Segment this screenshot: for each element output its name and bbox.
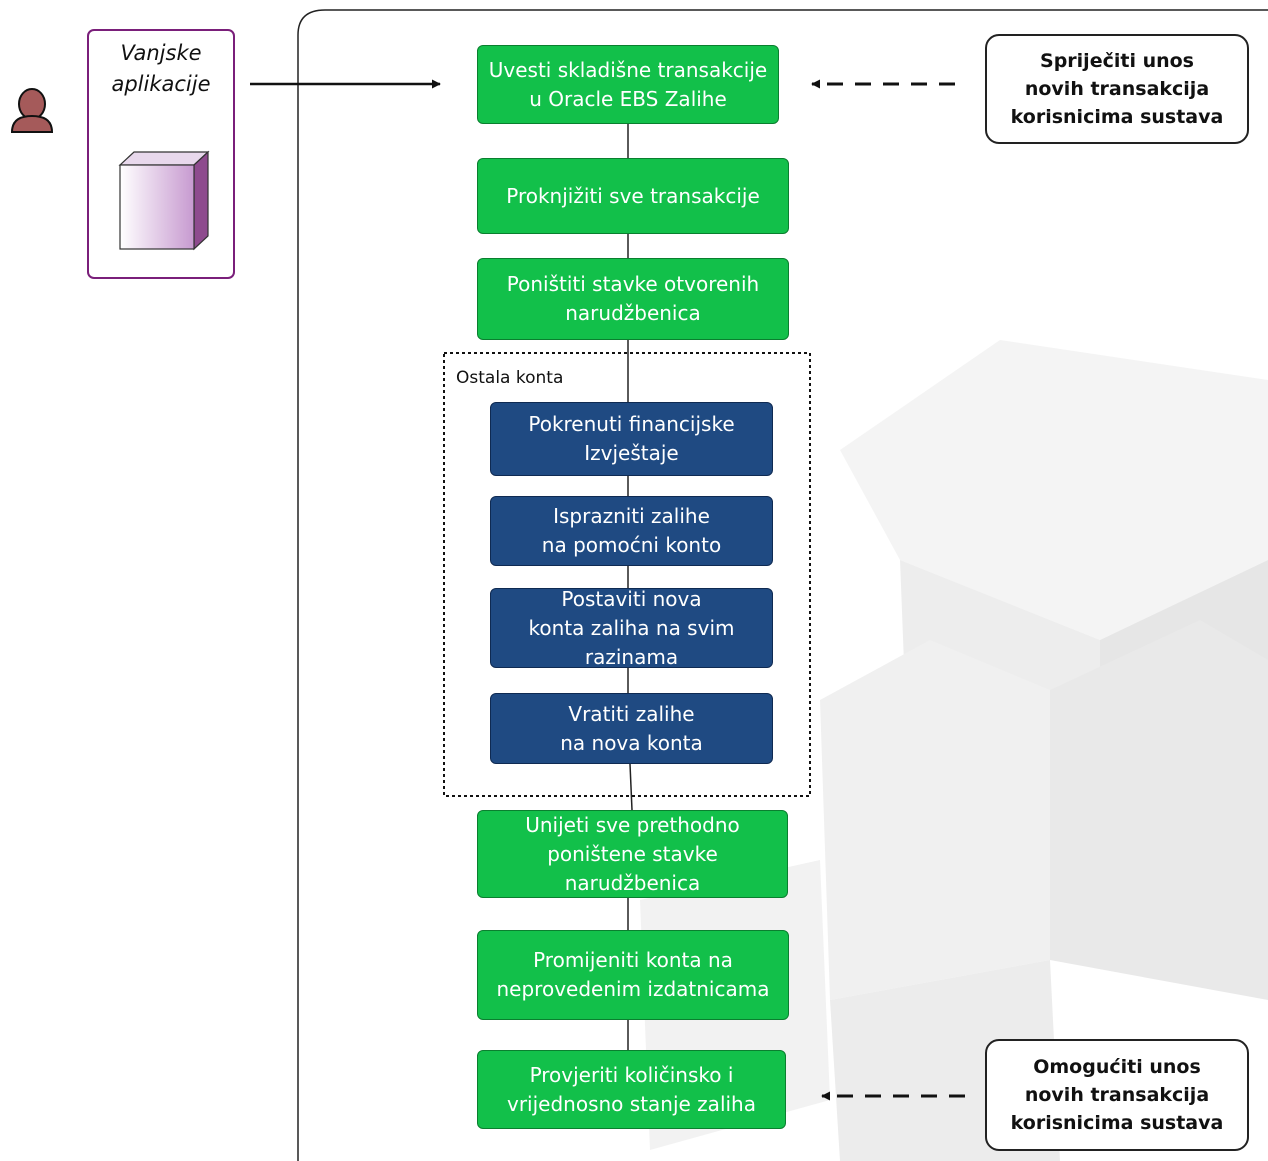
- step-change-accounts: Promijeniti konta na neprovedenim izdatn…: [477, 930, 789, 1020]
- step-return-stock: Vratiti zalihe na nova konta: [490, 693, 773, 764]
- flow-connectors: [627, 124, 633, 1050]
- group-label-other-accounts: Ostala konta: [456, 368, 564, 388]
- group-boundary: [443, 352, 811, 797]
- step-cancel-po-lines: Poništiti stavke otvorenih narudžbenica: [477, 258, 789, 340]
- step-verify-stock: Provjeriti količinsko i vrijednosno stan…: [477, 1050, 786, 1129]
- step-import-transactions: Uvesti skladišne transakcije u Oracle EB…: [477, 45, 779, 124]
- main-frame: [297, 9, 1268, 1161]
- cube-icon: [118, 150, 210, 251]
- step-post-transactions: Proknjižiti sve transakcije: [477, 158, 789, 234]
- step-reenter-po-lines: Unijeti sve prethodno poništene stavke n…: [477, 810, 788, 898]
- external-apps-label: Vanjske aplikacije: [111, 41, 211, 96]
- step-setup-new-accounts: Postaviti nova konta zaliha na svim razi…: [490, 587, 773, 669]
- step-run-financial-reports: Pokrenuti financijske Izvještaje: [490, 402, 773, 476]
- user-icon: [10, 88, 54, 133]
- enable-input-note: Omogućiti unos novih transakcija korisni…: [985, 1039, 1249, 1151]
- prevent-input-note: Spriječiti unos novih transakcija korisn…: [985, 34, 1249, 144]
- step-empty-stock: Isprazniti zalihe na pomoćni konto: [490, 496, 773, 566]
